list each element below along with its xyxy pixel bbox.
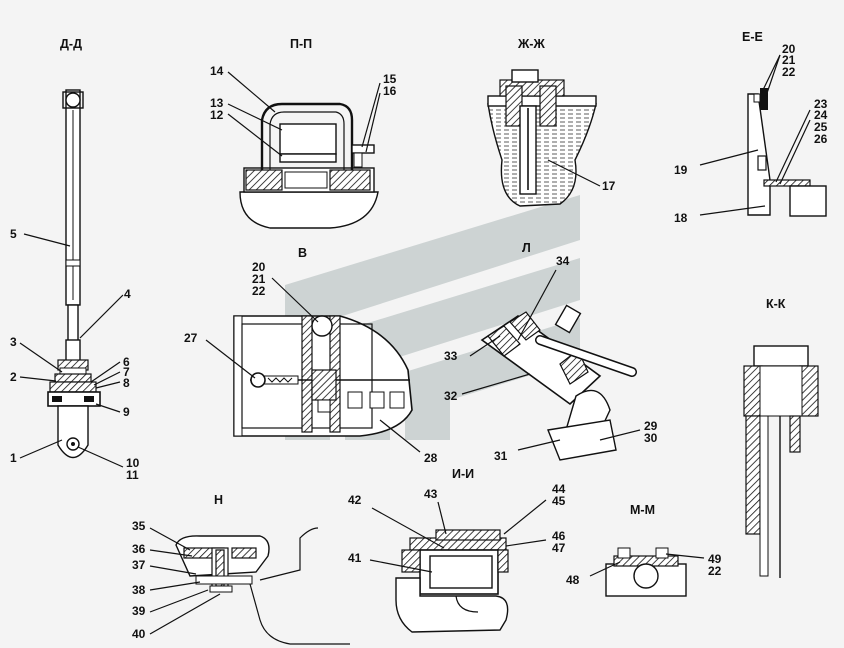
callout-11: 11 — [126, 468, 139, 482]
callout-44: 44 — [552, 482, 566, 496]
view-dd: Д-Д 5 4 3 2 6 7 — [10, 37, 140, 482]
view-title-zhzh: Ж-Ж — [517, 37, 545, 51]
callout-22: 22 — [782, 65, 796, 79]
view-v: В 20 21 22 27 28 — [184, 246, 438, 465]
callout-40: 40 — [132, 627, 146, 641]
view-title-ee: Е-Е — [742, 30, 763, 44]
callout-7: 7 — [123, 365, 130, 379]
view-title-v: В — [298, 246, 307, 260]
callout-13: 13 — [210, 96, 224, 110]
view-title-pp: П-П — [290, 37, 312, 51]
callout-29: 29 — [644, 419, 658, 433]
callout-8: 8 — [123, 376, 130, 390]
view-ee: Е-Е 20 21 22 23 24 25 26 19 18 — [674, 30, 828, 225]
callout-45: 45 — [552, 494, 566, 508]
callout-1: 1 — [10, 451, 17, 465]
view-title-kk: К-К — [766, 297, 786, 311]
callout-39: 39 — [132, 604, 146, 618]
view-title-l: Л — [522, 241, 531, 255]
callout-22-view-mm: 22 — [708, 564, 722, 578]
callout-15: 15 — [383, 72, 397, 86]
callout-25: 25 — [814, 120, 828, 134]
callout-48: 48 — [566, 573, 580, 587]
callout-27: 27 — [184, 331, 198, 345]
view-mm: М-М 48 49 22 — [566, 503, 722, 597]
callout-43: 43 — [424, 487, 438, 501]
view-zhzh: Ж-Ж 17 — [487, 37, 616, 207]
callout-14: 14 — [210, 64, 224, 78]
callout-32: 32 — [444, 389, 458, 403]
callout-21-view-v: 21 — [252, 272, 266, 286]
callout-10: 10 — [126, 456, 140, 470]
callout-49: 49 — [708, 552, 722, 566]
callout-16: 16 — [383, 84, 397, 98]
callout-2: 2 — [10, 370, 17, 384]
callout-23: 23 — [814, 97, 828, 111]
callout-17: 17 — [602, 179, 616, 193]
callout-6: 6 — [123, 355, 130, 369]
view-l: Л 34 33 32 31 29 30 — [444, 241, 658, 463]
callout-20-view-v: 20 — [252, 260, 266, 274]
callout-37: 37 — [132, 558, 146, 572]
callout-34: 34 — [556, 254, 570, 268]
callout-35: 35 — [132, 519, 146, 533]
callout-21: 21 — [782, 53, 796, 67]
view-kk: К-К — [743, 297, 819, 578]
view-title-n: Н — [214, 493, 223, 507]
callout-22-view-v: 22 — [252, 284, 266, 298]
callout-12: 12 — [210, 108, 224, 122]
callout-26: 26 — [814, 132, 828, 146]
callout-19: 19 — [674, 163, 688, 177]
view-title-dd: Д-Д — [60, 37, 82, 51]
callout-28: 28 — [424, 451, 438, 465]
callout-18: 18 — [674, 211, 688, 225]
callout-31: 31 — [494, 449, 508, 463]
callout-46: 46 — [552, 529, 566, 543]
callout-47: 47 — [552, 541, 566, 555]
callout-42: 42 — [348, 493, 362, 507]
callout-24: 24 — [814, 108, 828, 122]
callout-3: 3 — [10, 335, 17, 349]
callout-9: 9 — [123, 405, 130, 419]
view-title-mm: М-М — [630, 503, 655, 517]
view-pp: П-П 14 13 12 15 16 — [210, 37, 397, 229]
callout-4: 4 — [124, 287, 131, 301]
callout-20: 20 — [782, 42, 796, 56]
callout-36: 36 — [132, 542, 146, 556]
callout-33: 33 — [444, 349, 458, 363]
view-n: Н 35 36 37 38 39 40 — [132, 493, 350, 645]
callout-5: 5 — [10, 227, 17, 241]
view-title-ii: И-И — [452, 467, 474, 481]
callout-38: 38 — [132, 583, 146, 597]
callout-30: 30 — [644, 431, 658, 445]
callout-41: 41 — [348, 551, 362, 565]
view-ii: И-И 42 43 44 45 46 47 41 — [348, 467, 566, 633]
